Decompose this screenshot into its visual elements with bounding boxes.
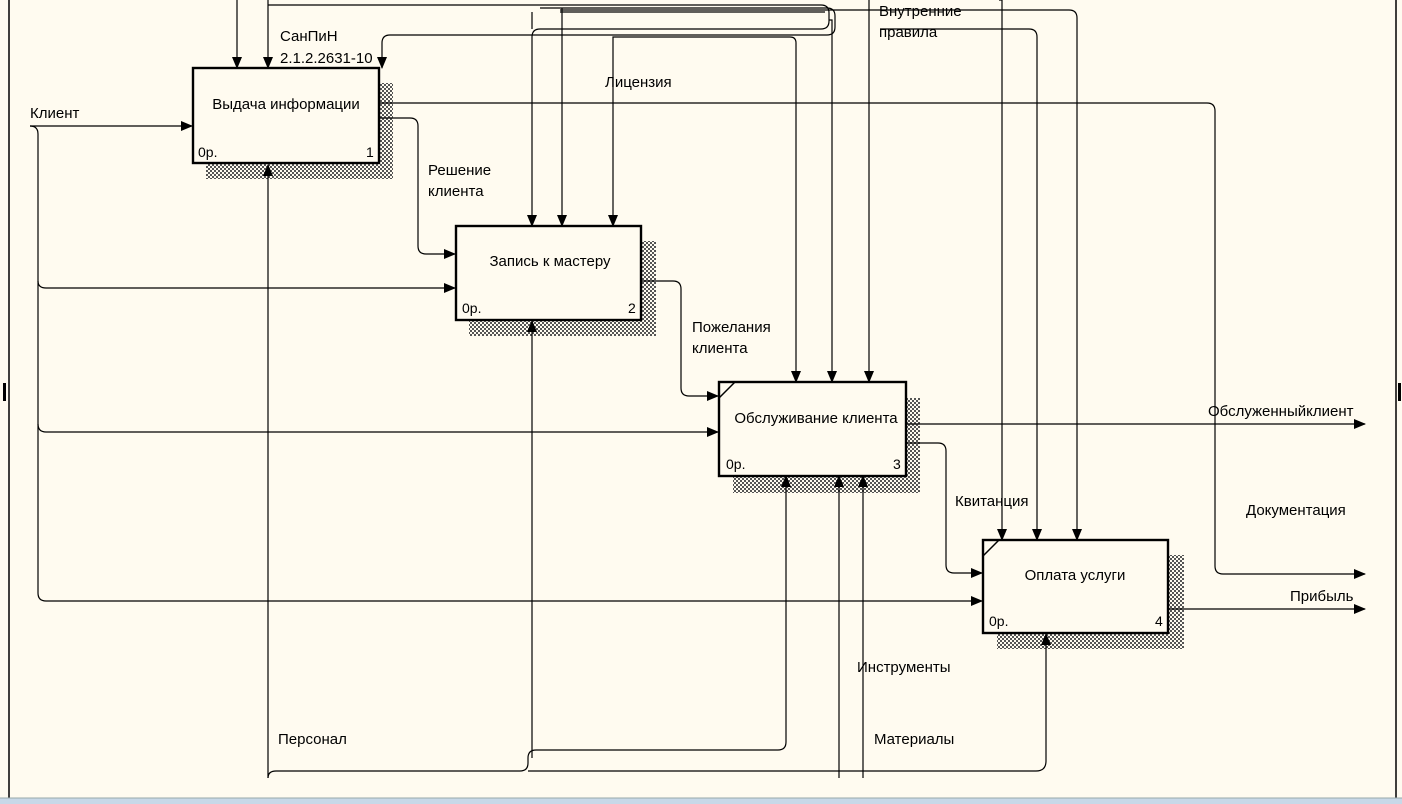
box-2-number: 2 [628,300,636,316]
label-documentation: Документация [1246,502,1346,519]
box-2[interactable]: Запись к мастеру 0р. 2 [454,224,643,322]
box-4-title: Оплата услуги [1025,567,1126,584]
label-materials: Материалы [874,731,954,748]
status-strip [0,798,1402,804]
label-profit: Прибыль [1290,588,1354,605]
label-sanpin-line2: 2.1.2.2631-10 [280,50,373,67]
box-3-cost: 0р. [726,456,745,472]
label-client-decision-line2: клиента [428,183,484,200]
box-4-cost: 0р. [989,613,1008,629]
box-2-cost: 0р. [462,300,481,316]
label-client-wishes-line2: клиента [692,340,748,357]
label-receipt: Квитанция [955,493,1029,510]
box-1-cost: 0р. [198,144,217,160]
box-1-title: Выдача информации [212,96,360,113]
label-internal-rules-line1: Внутренние [879,3,962,20]
label-sanpin-line1: СанПиН [280,28,338,45]
box-3[interactable]: Обслуживание клиента 0р. 3 [717,380,908,478]
box-4[interactable]: Оплата услуги 0р. 4 [981,538,1170,635]
box-4-number: 4 [1155,613,1163,629]
box-3-title: Обслуживание клиента [734,410,898,427]
label-client: Клиент [30,105,79,122]
box-3-number: 3 [893,456,901,472]
label-served-client: Обслуженныйклиент [1208,403,1354,420]
label-client-wishes-line1: Пожелания [692,319,771,336]
label-internal-rules-line2: правила [879,24,938,41]
label-tools: Инструменты [857,659,951,676]
label-personnel: Персонал [278,731,347,748]
arrow-labels: СанПиН 2.1.2.2631-10 Внутренние правила … [30,3,1354,748]
box-1[interactable]: Выдача информации 0р. 1 [191,66,381,165]
box-1-number: 1 [366,144,374,160]
box-2-title: Запись к мастеру [490,253,611,270]
connectors [29,0,1366,779]
label-license: Лицензия [605,74,672,91]
label-client-decision-line1: Решение [428,162,491,179]
